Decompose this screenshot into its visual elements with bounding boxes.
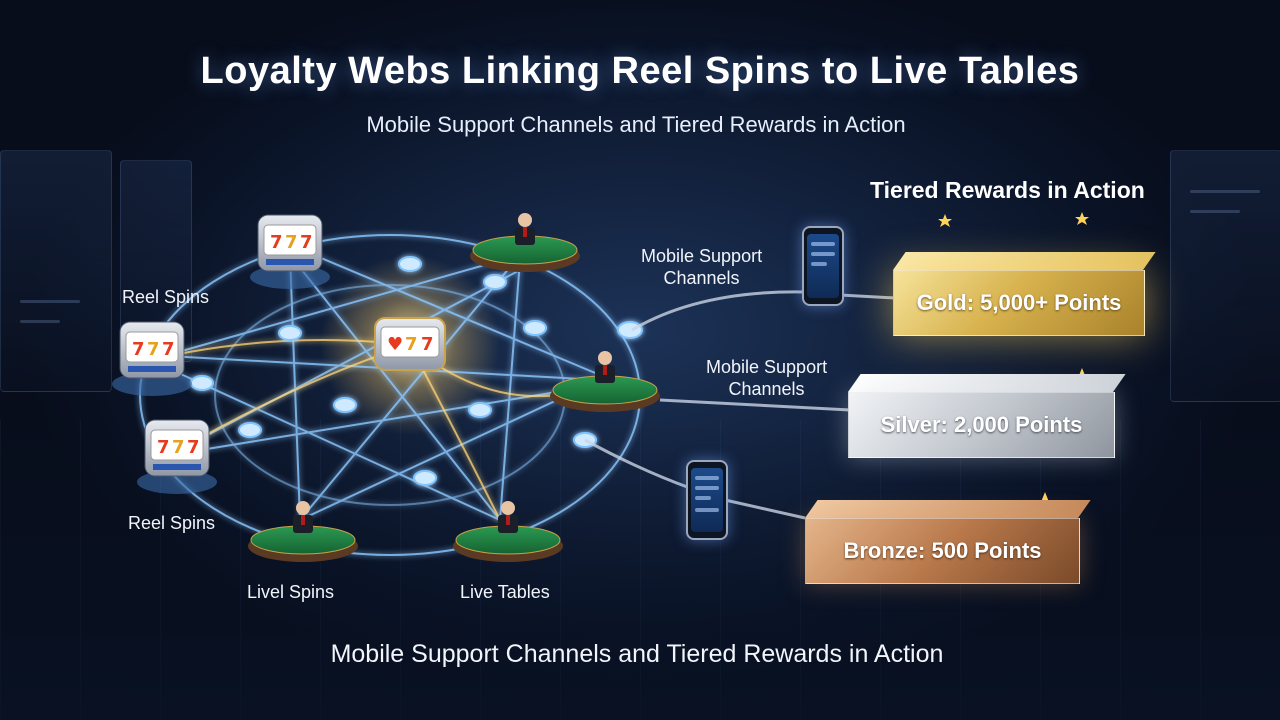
live-dealer-table-icon (453, 501, 563, 562)
smartphone-icon (686, 460, 728, 540)
tier-bronze-block: Bronze: 500 Points (805, 500, 1091, 584)
svg-text:7: 7 (147, 339, 160, 360)
tiers-heading: Tiered Rewards in Action (870, 177, 1145, 203)
background-line (20, 320, 60, 323)
svg-text:7: 7 (172, 437, 185, 458)
tier-silver-block: Silver: 2,000 Points (848, 374, 1126, 458)
slot-machine-icon: 7 7 7 (137, 419, 217, 494)
live-dealer-table-icon (248, 501, 358, 562)
svg-text:7: 7 (187, 437, 200, 458)
svg-text:7: 7 (421, 334, 434, 355)
live-dealer-table-icon (470, 213, 580, 272)
page-subtitle: Mobile Support Channels and Tiered Rewar… (366, 112, 906, 137)
svg-text:7: 7 (405, 334, 418, 355)
svg-text:7: 7 (157, 437, 170, 458)
tier-silver-top (848, 374, 1126, 392)
label-live-tables: Live Tables (460, 582, 550, 602)
svg-text:♥: ♥ (387, 334, 403, 355)
live-dealer-table-icon (550, 351, 660, 412)
svg-text:7: 7 (285, 232, 298, 253)
background-line (20, 300, 80, 303)
smartphone-icon (802, 226, 844, 306)
background-line (1190, 210, 1240, 213)
mobile-connectors (584, 290, 896, 520)
label-mobile-support-2: Mobile Support Channels (706, 357, 828, 399)
label-livel-spins: Livel Spins (247, 582, 335, 602)
tier-gold-top (893, 252, 1156, 270)
tier-bronze-label: Bronze: 500 Points (805, 518, 1080, 584)
background-panel-right (1170, 150, 1280, 402)
slot-machine-icon: 7 7 7 (112, 321, 192, 396)
tier-bronze-top (805, 500, 1091, 518)
page-title: Loyalty Webs Linking Reel Spins to Live … (200, 50, 1080, 92)
svg-text:7: 7 (132, 339, 145, 360)
label-mobile-support-1: Mobile Support Channels (641, 246, 763, 288)
slot-machine-icon: ♥ 7 7 (374, 317, 446, 371)
tier-silver-label: Silver: 2,000 Points (848, 392, 1115, 458)
label-reel-spins-top: Reel Spins (122, 287, 210, 307)
background-panel-left (0, 150, 112, 392)
label-reel-spins-bottom: Reel Spins (128, 513, 216, 533)
slot-machine-icon: 7 7 7 (250, 214, 330, 289)
page-footer: Mobile Support Channels and Tiered Rewar… (330, 640, 944, 668)
svg-text:7: 7 (162, 339, 175, 360)
tier-gold-label: Gold: 5,000+ Points (893, 270, 1145, 336)
tier-gold-block: Gold: 5,000+ Points (893, 252, 1156, 336)
svg-text:7: 7 (300, 232, 313, 253)
background-line (1190, 190, 1260, 193)
svg-text:7: 7 (270, 232, 283, 253)
